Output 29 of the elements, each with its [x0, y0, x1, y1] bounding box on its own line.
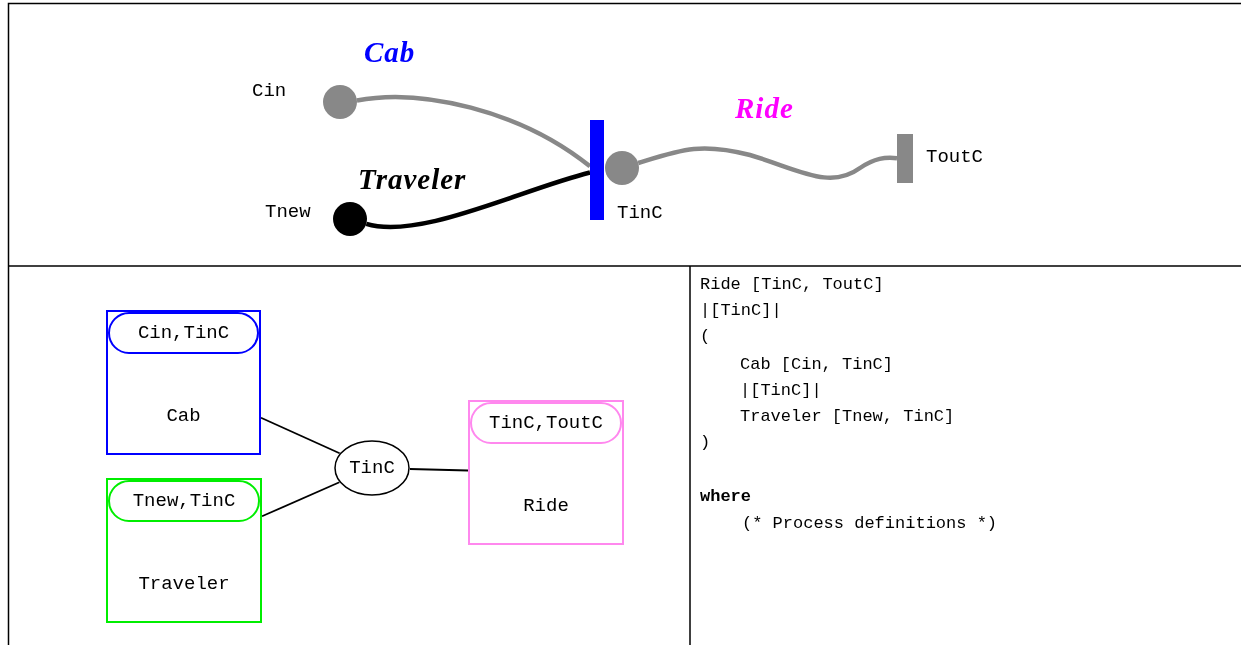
gate-label: TinC	[348, 457, 396, 479]
process-box	[468, 400, 624, 545]
code-line: where	[700, 487, 751, 507]
gate-tab: Cin,TinC	[108, 312, 259, 354]
code-line: Traveler [Tnew, TinC]	[740, 407, 955, 427]
code-line: |[TinC]|	[740, 381, 822, 401]
code-line: Cab [Cin, TinC]	[740, 355, 894, 375]
code-line: (* Process definitions *)	[742, 514, 998, 534]
process-name: Ride	[522, 494, 570, 517]
process-box	[106, 478, 262, 623]
code-line: |[TinC]|	[700, 301, 782, 321]
connector-line	[356, 94, 592, 169]
gate-tab: TinC,ToutC	[470, 402, 622, 444]
connector-line	[365, 170, 591, 230]
process-box	[106, 310, 261, 455]
node-label: ToutC	[926, 146, 983, 168]
code-line: (	[700, 327, 711, 347]
code-line: )	[700, 433, 711, 453]
node-label: Tnew	[265, 201, 311, 223]
connector-line	[260, 416, 341, 455]
connector-line	[261, 481, 341, 518]
node-label: TinC	[617, 202, 663, 224]
code-line: Ride [TinC, ToutC]	[700, 275, 884, 295]
connector-line	[409, 468, 469, 472]
process-name: Cab	[165, 404, 202, 427]
gate-tab: Tnew,TinC	[108, 480, 260, 522]
node-label: Cin	[252, 80, 287, 102]
connector-line	[637, 146, 898, 180]
process-name: Traveler	[137, 572, 231, 595]
